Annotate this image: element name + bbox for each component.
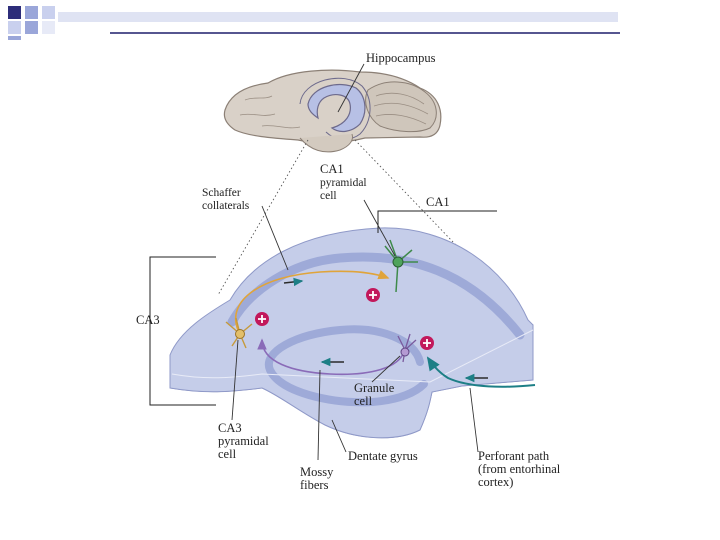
projection-line-left — [217, 139, 309, 296]
synapse-markers — [255, 288, 434, 350]
label-ca1-region: CA1 — [426, 195, 450, 209]
leader-ca3-cell — [231, 339, 239, 421]
deco-square-4 — [8, 21, 21, 34]
schaffer-collateral-path — [235, 270, 390, 331]
granule-neuron — [397, 333, 417, 363]
label-mossy-2: fibers — [300, 478, 329, 492]
leader-perforant — [469, 387, 479, 453]
labels: Hippocampus CA1 pyramidal cell Schaffer … — [136, 51, 561, 492]
leader-mossy — [317, 369, 321, 461]
leader-granule — [371, 355, 401, 383]
label-ca1-cell-2: pyramidal — [320, 177, 367, 189]
leader-lines — [231, 63, 479, 461]
granule-soma — [400, 347, 410, 357]
slice-edge-highlight — [171, 329, 534, 383]
label-ca1-cell-3: cell — [320, 190, 337, 202]
cerebellum-folia — [373, 92, 429, 125]
schaffer-direction-arrow — [283, 277, 304, 287]
label-ca3-cell-2: pyramidal — [218, 434, 269, 448]
perforant-path — [426, 356, 536, 388]
leader-hippocampus — [337, 63, 365, 113]
dentate-granule-layer — [264, 325, 428, 407]
deco-square-6 — [42, 21, 55, 34]
synapse-ca3 — [255, 312, 269, 326]
ca3-pyramidal-neuron — [225, 317, 253, 349]
ca3-bracket — [149, 256, 216, 406]
label-ca3-region: CA3 — [136, 313, 160, 327]
label-ca1-cell-1: CA1 — [320, 162, 344, 176]
brain-sulci — [239, 95, 301, 129]
ca1-dendrites — [384, 239, 418, 293]
deco-square-3 — [42, 6, 55, 19]
deco-square-1 — [8, 6, 21, 19]
granule-dendrites — [397, 333, 417, 363]
label-granule-2: cell — [354, 394, 373, 408]
leader-ca1-cell — [363, 199, 396, 257]
leader-dentate — [331, 419, 347, 453]
brain-illustration — [223, 69, 442, 153]
label-mossy-1: Mossy — [300, 465, 334, 479]
label-hippocampus: Hippocampus — [366, 51, 436, 65]
ca3-dendrites — [225, 317, 253, 349]
deco-square-5 — [25, 21, 38, 34]
label-perforant-1: Perforant path — [478, 449, 550, 463]
mossy-fiber-path — [257, 338, 405, 376]
leader-schaffer — [261, 205, 289, 271]
deco-square-2 — [25, 6, 38, 19]
deco-bar — [58, 12, 618, 22]
hippocampal-slice — [169, 227, 534, 439]
label-perforant-2: (from entorhinal — [478, 462, 561, 476]
deco-square-7 — [8, 36, 21, 40]
label-schaffer-1: Schaffer — [202, 187, 241, 199]
pyramidal-cell-layer — [227, 252, 525, 340]
label-ca3-cell-3: cell — [218, 447, 237, 461]
slide-corner-decoration — [8, 6, 620, 40]
label-perforant-3: cortex) — [478, 475, 513, 489]
label-ca3-cell-1: CA3 — [218, 421, 242, 435]
label-schaffer-2: collaterals — [202, 200, 250, 212]
ca3-soma — [235, 329, 245, 339]
pathways — [235, 270, 536, 388]
hippocampus-in-brain — [307, 83, 366, 133]
label-dentate-gyrus: Dentate gyrus — [348, 449, 418, 463]
synapse-granule — [420, 336, 434, 350]
brain-stem — [299, 133, 353, 153]
label-granule-1: Granule — [354, 381, 395, 395]
ca1-pyramidal-neuron — [384, 239, 418, 293]
ca1-soma — [392, 256, 404, 268]
synapse-ca1 — [366, 288, 380, 302]
